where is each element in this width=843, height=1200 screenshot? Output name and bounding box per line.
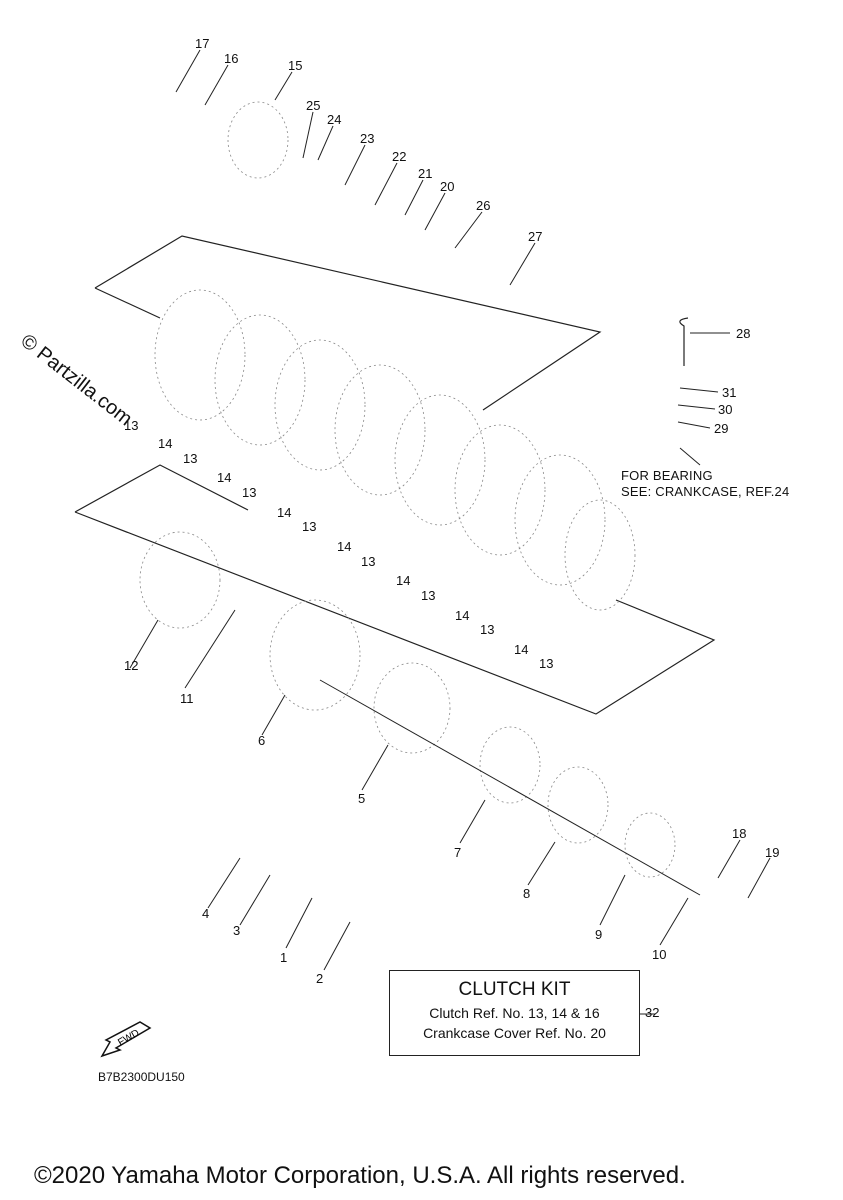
- part-label: 16: [224, 51, 238, 66]
- part-label: 1: [280, 950, 287, 965]
- push-rod-28: [679, 317, 689, 366]
- part-label: 25: [306, 98, 320, 113]
- part-labels: 17 16 15 25 24 23 22 21 20 26 27 28 31 3…: [124, 36, 779, 986]
- part-label: 21: [418, 166, 432, 181]
- clutch-kit-title: CLUTCH KIT: [458, 979, 571, 1000]
- part-label: 22: [392, 149, 406, 164]
- part-label: 18: [732, 826, 746, 841]
- part-label: 13: [361, 554, 375, 569]
- part-label: 13: [124, 418, 138, 433]
- clutch-parts: [139, 101, 701, 896]
- part-label: 4: [202, 906, 209, 921]
- plate-frame-upper: [94, 235, 602, 411]
- fwd-label: FWD: [116, 1028, 141, 1049]
- part-label: 14: [455, 608, 469, 623]
- part-label: 5: [358, 791, 365, 806]
- part-label: 11: [180, 691, 194, 706]
- part-label: 30: [718, 402, 732, 417]
- plate-frame-lower-bottom: [74, 511, 716, 715]
- clutch-kit-box: CLUTCH KIT Clutch Ref. No. 13, 14 & 16 C…: [389, 970, 640, 1056]
- part-label: 14: [277, 505, 291, 520]
- part-label: 20: [440, 179, 454, 194]
- part-label: 3: [233, 923, 240, 938]
- leader-lines: [129, 49, 771, 1015]
- part-label: 13: [421, 588, 435, 603]
- part-label: 26: [476, 198, 490, 213]
- plate-frame-upper-left: [94, 287, 161, 319]
- part-label: 14: [396, 573, 410, 588]
- part-label: 19: [765, 845, 779, 860]
- bearing-note-line2: SEE: CRANKCASE, REF.24: [621, 484, 790, 499]
- part-label: 14: [217, 470, 231, 485]
- part-label: 7: [454, 845, 461, 860]
- part-label: 27: [528, 229, 542, 244]
- part-label: 2: [316, 971, 323, 986]
- part-label: 12: [124, 658, 138, 673]
- drawing-code: B7B2300DU150: [98, 1070, 185, 1084]
- fwd-arrow-icon: FWD: [100, 1021, 152, 1058]
- part-label: 13: [183, 451, 197, 466]
- part-label: 14: [514, 642, 528, 657]
- bearing-note: FOR BEARING SEE: CRANKCASE, REF.24: [621, 468, 789, 500]
- part-label: 8: [523, 886, 530, 901]
- part-label: 10: [652, 947, 666, 962]
- part-label: 29: [714, 421, 728, 436]
- part-label: 15: [288, 58, 302, 73]
- copyright-notice: ©2020 Yamaha Motor Corporation, U.S.A. A…: [34, 1162, 686, 1189]
- clutch-plate-stack: [154, 289, 636, 611]
- part-label: 13: [302, 519, 316, 534]
- part-label: 13: [480, 622, 494, 637]
- part-label: 31: [722, 385, 736, 400]
- part-label: 6: [258, 733, 265, 748]
- part-label: 14: [158, 436, 172, 451]
- part-label: 28: [736, 326, 750, 341]
- clutch-kit-ref: 32: [645, 1005, 660, 1020]
- part-label: 13: [539, 656, 553, 671]
- part-label: 17: [195, 36, 209, 51]
- clutch-kit-line2: Crankcase Cover Ref. No. 20: [423, 1025, 606, 1041]
- part-label: 14: [337, 539, 351, 554]
- part-label: 13: [242, 485, 256, 500]
- part-label: 24: [327, 112, 341, 127]
- clutch-kit-line1: Clutch Ref. No. 13, 14 & 16: [429, 1005, 600, 1021]
- part-label: 9: [595, 927, 602, 942]
- part-label: 23: [360, 131, 374, 146]
- bearing-note-line1: FOR BEARING: [621, 468, 713, 483]
- plate-frame-lower: [74, 464, 249, 513]
